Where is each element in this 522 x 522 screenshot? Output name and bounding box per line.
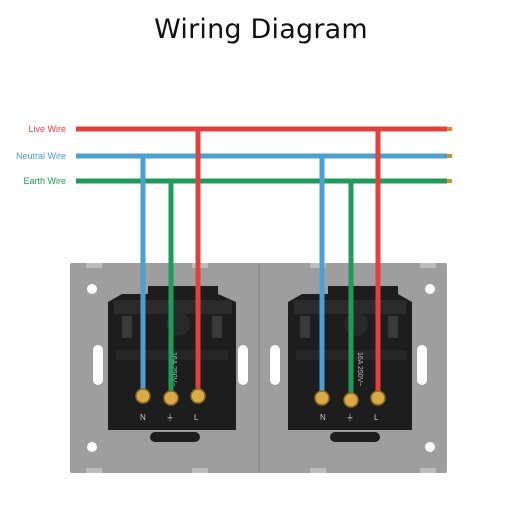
screw-hole (87, 442, 97, 452)
copper-tip (447, 127, 452, 131)
earth-wire-label: Earth Wire (23, 176, 66, 186)
copper-tip (447, 154, 452, 158)
plate-notch (310, 468, 326, 473)
neutral-wire-label: Neutral Wire (16, 151, 66, 161)
plate-notch (420, 263, 436, 268)
terminal-label-neutral: N (140, 413, 146, 422)
terminal-label-live: L (194, 413, 199, 422)
mount-slot (93, 345, 103, 385)
copper-tip (447, 179, 452, 183)
plate-notch (420, 468, 436, 473)
terminal-label-earth: ⏚ (346, 413, 354, 422)
live-wire-label: Live Wire (28, 124, 66, 134)
diagram-title: Wiring Diagram (154, 14, 368, 45)
plate-divider (258, 263, 260, 473)
plate-notch (86, 468, 102, 473)
socket-rating: 16A 250V~ (356, 352, 363, 386)
plate-notch (192, 468, 208, 473)
mount-slot (417, 345, 427, 385)
mount-slot (270, 345, 280, 385)
terminal-label-earth: ⏚ (166, 413, 174, 422)
terminal-screws (135, 388, 386, 408)
plate-notch (86, 263, 102, 268)
terminal-label-neutral: N (320, 413, 326, 422)
screw-hole (87, 284, 97, 294)
screw-hole (425, 284, 435, 294)
plate-notch (310, 263, 326, 268)
screw-hole (425, 442, 435, 452)
terminal-label-live: L (374, 413, 379, 422)
mount-slot (238, 345, 248, 385)
